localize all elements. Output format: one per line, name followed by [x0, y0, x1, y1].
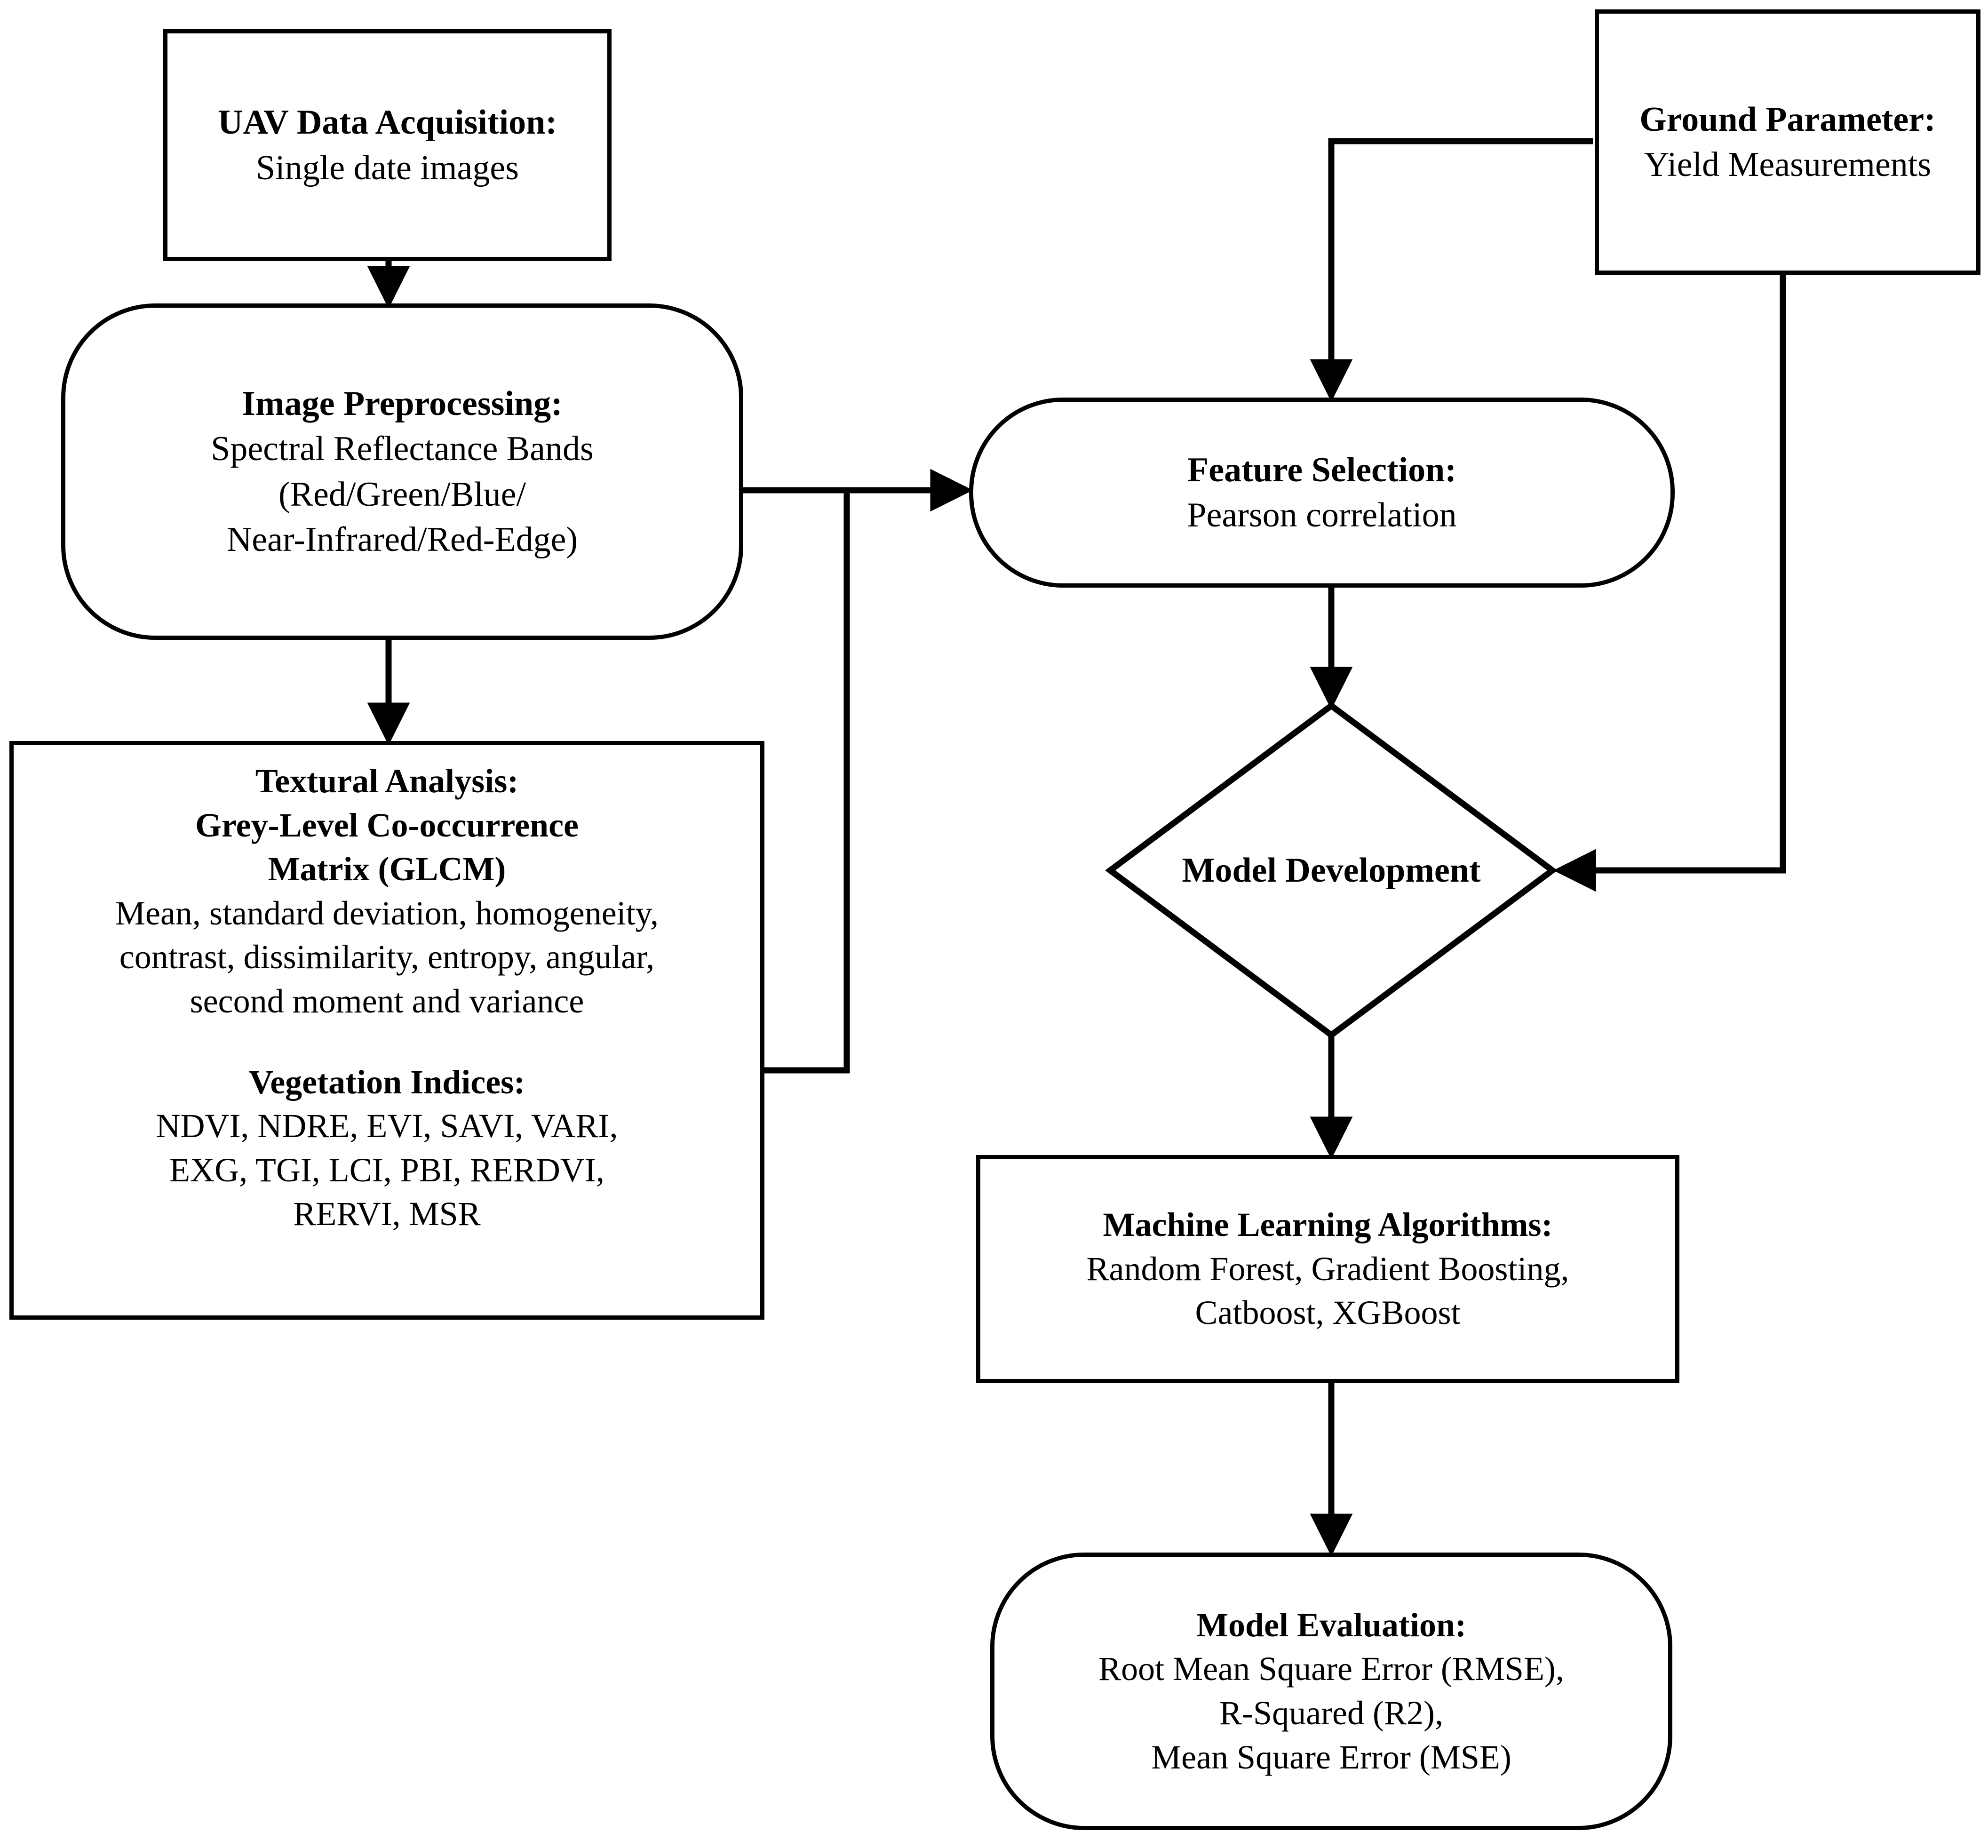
node-model-development[interactable]: Model Development: [1110, 842, 1552, 899]
uav-heading: UAV Data Acquisition:: [218, 103, 557, 142]
preprocessing-line-2: (Red/Green/Blue/: [278, 475, 526, 514]
ground-parameter-line-1: Yield Measurements: [1644, 145, 1932, 184]
uav-line-1: Single date images: [256, 148, 519, 187]
glcm-line-2: contrast, dissimilarity, entropy, angula…: [119, 938, 655, 976]
node-feature-selection[interactable]: Feature Selection: Pearson correlation: [969, 398, 1675, 588]
edge-textural-to-feature-selection: [763, 490, 850, 1074]
textural-heading-2: Grey-Level Co-occurrence: [195, 806, 579, 844]
preprocessing-heading: Image Preprocessing:: [242, 384, 563, 423]
node-uav-data-acquisition[interactable]: UAV Data Acquisition: Single date images: [163, 29, 612, 261]
vegetation-indices-line-3: RERVI, MSR: [293, 1195, 481, 1233]
feature-selection-heading: Feature Selection:: [1187, 450, 1456, 489]
feature-selection-line-1: Pearson correlation: [1187, 496, 1457, 534]
edge-ground-to-feature-selection: [1310, 138, 1593, 402]
model-evaluation-line-2: R-Squared (R2),: [1219, 1694, 1443, 1732]
vegetation-indices-line-1: NDVI, NDRE, EVI, SAVI, VARI,: [156, 1107, 618, 1145]
preprocessing-line-3: Near-Infrared/Red-Edge): [226, 520, 578, 559]
node-ground-parameter[interactable]: Ground Parameter: Yield Measurements: [1595, 9, 1980, 275]
vegetation-indices-line-2: EXG, TGI, LCI, PBI, RERDVI,: [169, 1151, 604, 1189]
vegetation-indices-heading: Vegetation Indices:: [248, 1063, 525, 1101]
ml-heading: Machine Learning Algorithms:: [1103, 1206, 1553, 1244]
node-textural-analysis[interactable]: Textural Analysis: Grey-Level Co-occurre…: [9, 741, 764, 1320]
textural-heading-3: Matrix (GLCM): [268, 850, 506, 888]
glcm-line-3: second moment and variance: [190, 982, 584, 1020]
textural-heading-1: Textural Analysis:: [255, 762, 519, 800]
ground-parameter-heading: Ground Parameter:: [1639, 100, 1936, 139]
model-evaluation-line-3: Mean Square Error (MSE): [1151, 1738, 1511, 1776]
glcm-line-1: Mean, standard deviation, homogeneity,: [115, 894, 659, 932]
model-development-label: Model Development: [1182, 851, 1481, 890]
textural-spacer: [383, 1024, 391, 1060]
node-machine-learning-algorithms[interactable]: Machine Learning Algorithms: Random Fore…: [976, 1155, 1679, 1383]
ml-line-1: Random Forest, Gradient Boosting,: [1086, 1250, 1569, 1288]
preprocessing-line-1: Spectral Reflectance Bands: [211, 430, 594, 469]
node-model-evaluation[interactable]: Model Evaluation: Root Mean Square Error…: [990, 1553, 1672, 1830]
model-evaluation-heading: Model Evaluation:: [1196, 1606, 1467, 1644]
ml-line-2: Catboost, XGBoost: [1195, 1294, 1461, 1332]
model-evaluation-line-1: Root Mean Square Error (RMSE),: [1098, 1650, 1564, 1688]
node-image-preprocessing[interactable]: Image Preprocessing: Spectral Reflectanc…: [61, 303, 743, 640]
